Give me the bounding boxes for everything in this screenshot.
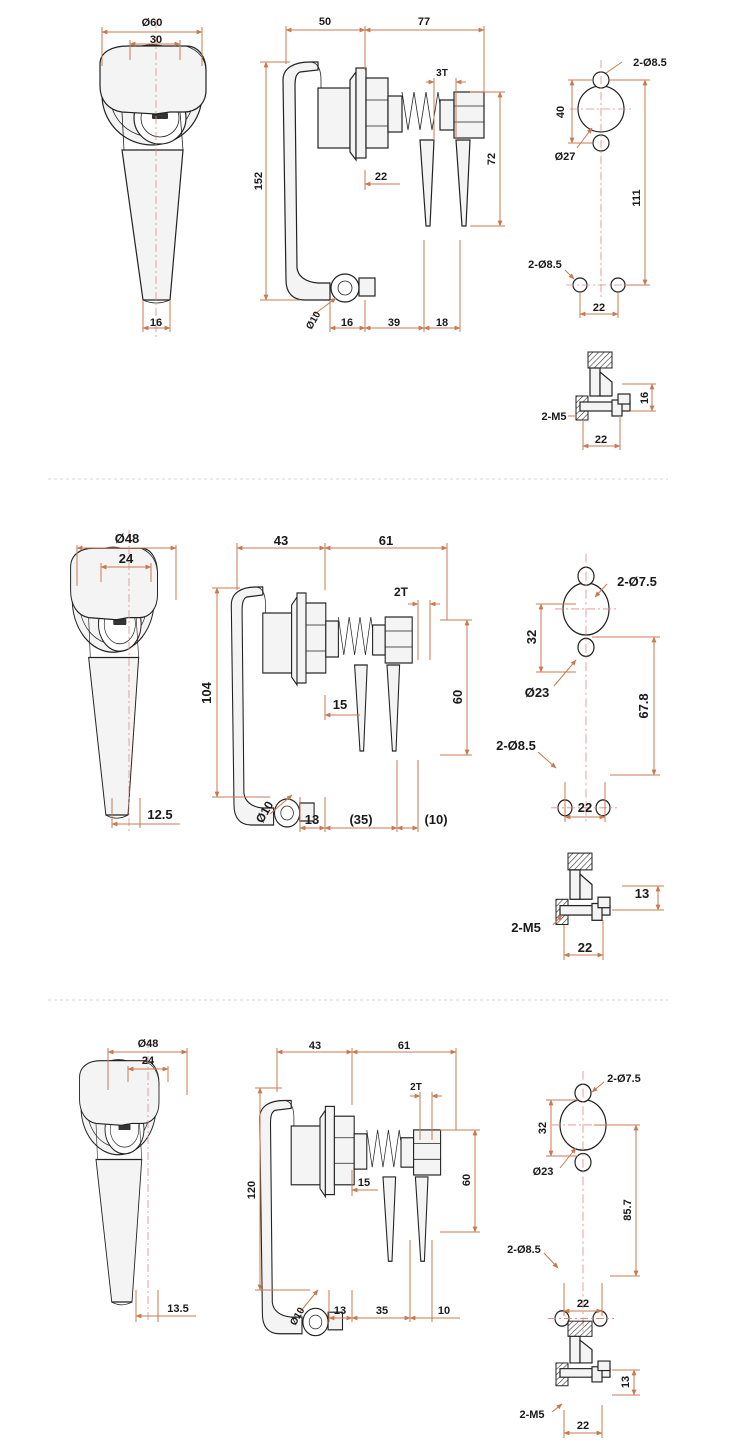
front-view: Ø60 30 16 bbox=[99, 17, 207, 340]
front-view: Ø48 24 13.5 bbox=[78, 1038, 196, 1322]
side-bottom-2: (35) bbox=[349, 812, 372, 827]
cutout-holes-top: 2-Ø7.5 bbox=[617, 574, 657, 589]
side-bottom-2: 39 bbox=[388, 317, 400, 329]
panel-cutout-view: 2-Ø7.5 32 Ø23 85.7 2-Ø8.5 22 bbox=[507, 1070, 641, 1336]
side-top-right: 77 bbox=[418, 16, 430, 28]
side-top-left: 43 bbox=[309, 1040, 321, 1052]
side-bottom-3: 18 bbox=[436, 317, 448, 329]
side-height: 104 bbox=[199, 681, 214, 703]
front-view: Ø48 24 12.5 bbox=[69, 530, 180, 832]
side-top-left: 43 bbox=[274, 533, 288, 548]
cutout-spacing: 22 bbox=[578, 800, 592, 815]
cutout-holes-bottom: 2-Ø8.5 bbox=[528, 259, 562, 271]
front-dia-outer: Ø48 bbox=[115, 531, 140, 546]
side-bottom-3: 10 bbox=[438, 1305, 450, 1317]
front-dia-outer: Ø60 bbox=[142, 17, 163, 29]
front-dia-inner: 30 bbox=[150, 34, 162, 46]
mount-height: 13 bbox=[620, 1376, 632, 1388]
front-width-bottom: 16 bbox=[150, 317, 162, 329]
mount-detail-view: 2-M5 16 22 bbox=[541, 351, 656, 450]
side-bottom-1: 13 bbox=[305, 812, 319, 827]
cutout-height: 111 bbox=[631, 189, 643, 206]
section-2: Ø48 24 12.5 43 61 bbox=[69, 530, 664, 960]
front-dia-inner: 24 bbox=[119, 551, 134, 566]
front-dia-outer: Ø48 bbox=[138, 1038, 159, 1050]
side-thickness: 2T bbox=[394, 585, 409, 599]
front-width-bottom: 13.5 bbox=[167, 1303, 188, 1315]
side-view: 43 61 120 2T 15 60 13 35 10 Ø10 bbox=[246, 1040, 480, 1337]
cutout-holes-bottom: 2-Ø8.5 bbox=[496, 738, 536, 753]
cutout-spacing: 22 bbox=[593, 302, 605, 314]
cutout-center-dia: Ø23 bbox=[525, 685, 550, 700]
cutout-height: 85.7 bbox=[622, 1199, 634, 1220]
side-view: 50 77 152 3T 22 72 16 39 18 Ø10 bbox=[253, 16, 505, 332]
front-dia-inner: 24 bbox=[142, 1055, 155, 1067]
side-stem: 15 bbox=[333, 697, 347, 712]
side-view: 43 61 104 2T 15 60 13 (35) (10) Ø10 bbox=[199, 533, 472, 832]
mount-width: 22 bbox=[577, 1420, 589, 1432]
cutout-center-dia: Ø23 bbox=[533, 1166, 554, 1178]
side-thickness: 2T bbox=[410, 1082, 422, 1093]
mount-detail-view: 2-M5 13 22 bbox=[511, 852, 664, 960]
side-cam: 72 bbox=[486, 153, 498, 165]
cutout-height-top: 32 bbox=[537, 1122, 549, 1134]
side-stem: 15 bbox=[358, 1177, 370, 1189]
side-top-right: 61 bbox=[379, 533, 393, 548]
side-bottom-1: 16 bbox=[341, 317, 353, 329]
cutout-holes-bottom: 2-Ø8.5 bbox=[507, 1244, 541, 1256]
mount-height: 13 bbox=[635, 886, 649, 901]
side-thickness: 3T bbox=[436, 68, 448, 79]
side-hole: Ø10 bbox=[304, 309, 323, 331]
side-bottom-2: 35 bbox=[376, 1305, 388, 1317]
mount-width: 22 bbox=[578, 940, 592, 955]
cutout-height-top: 32 bbox=[524, 630, 539, 644]
mount-height: 16 bbox=[639, 392, 651, 404]
cutout-holes-top: 2-Ø8.5 bbox=[633, 57, 667, 69]
side-top-left: 50 bbox=[319, 16, 331, 28]
side-bottom-1: 13 bbox=[334, 1305, 346, 1317]
side-bottom-3: (10) bbox=[424, 812, 447, 827]
side-cam: 60 bbox=[450, 690, 465, 704]
cutout-holes-top: 2-Ø7.5 bbox=[607, 1073, 641, 1085]
panel-cutout-view: 2-Ø8.5 40 Ø27 111 2-Ø8.5 22 bbox=[528, 57, 667, 318]
side-height: 120 bbox=[246, 1181, 258, 1199]
mount-detail-view: 2-M5 13 22 bbox=[519, 1320, 640, 1438]
cutout-height: 67.8 bbox=[636, 693, 651, 718]
cutout-height-top: 40 bbox=[555, 106, 567, 118]
mount-width: 22 bbox=[595, 434, 607, 446]
mount-screws: 2-M5 bbox=[541, 411, 566, 423]
mount-screws: 2-M5 bbox=[511, 920, 541, 935]
side-height: 152 bbox=[253, 172, 265, 190]
cutout-spacing: 22 bbox=[577, 1298, 589, 1310]
section-3: Ø48 24 13.5 43 61 bbox=[78, 1038, 641, 1438]
section-1: Ø60 30 16 50 77 152 3T bbox=[99, 16, 667, 450]
front-width-bottom: 12.5 bbox=[147, 807, 172, 822]
panel-cutout-view: 2-Ø7.5 32 Ø23 67.8 2-Ø8.5 22 bbox=[496, 552, 660, 826]
side-top-right: 61 bbox=[398, 1040, 410, 1052]
cutout-center-dia: Ø27 bbox=[555, 151, 576, 163]
side-cam: 60 bbox=[461, 1174, 473, 1186]
side-stem: 22 bbox=[375, 171, 387, 183]
mount-screws: 2-M5 bbox=[519, 1409, 544, 1421]
